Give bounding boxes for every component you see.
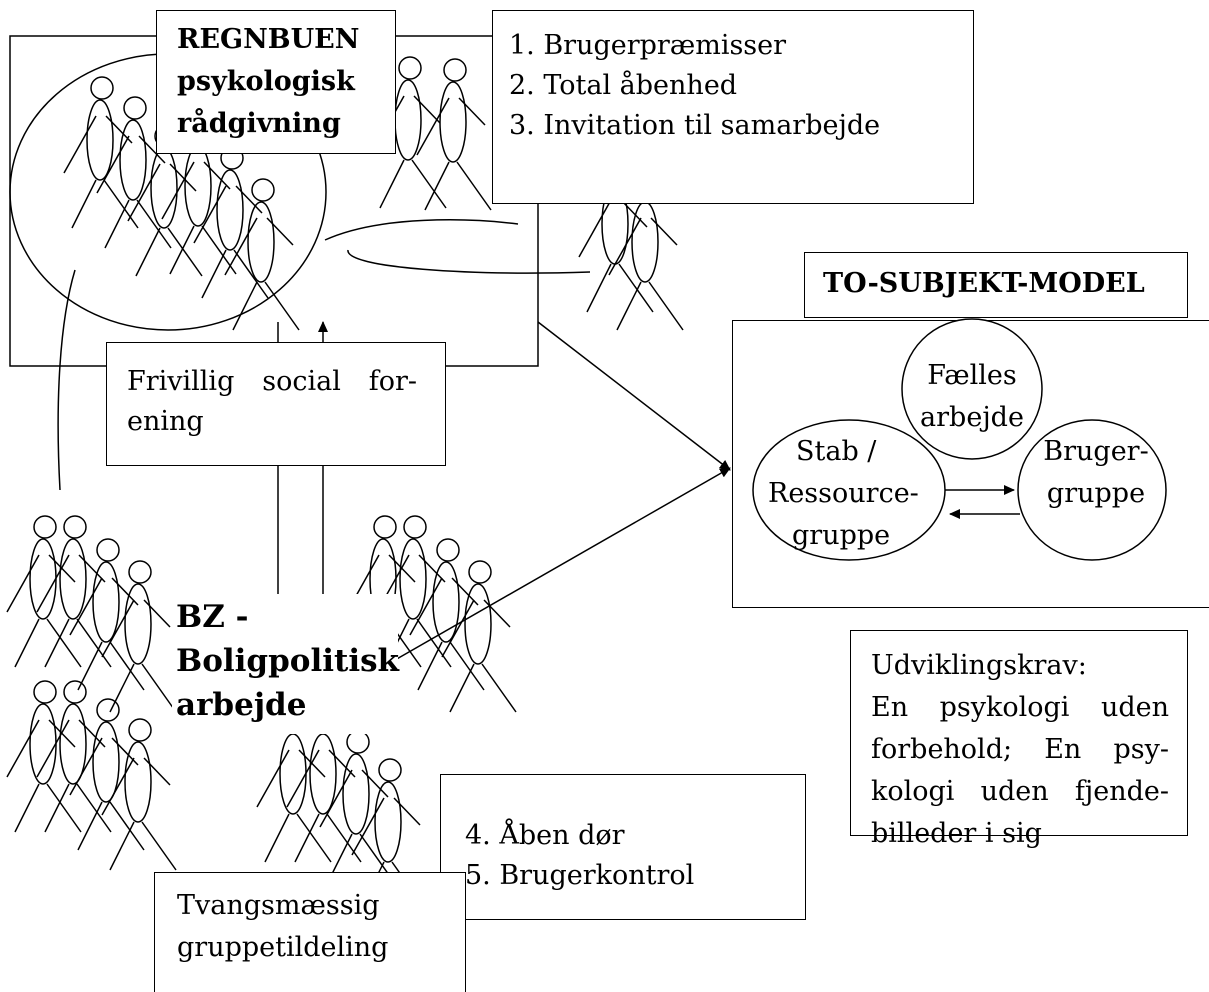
frivillig-word3: for- [368,366,417,397]
stab-line1: Stab / [796,436,877,467]
stab-line3: gruppe [792,520,891,551]
principle-3: 3. Invitation til samarbejde [509,110,881,141]
regnbuen-title-box: REGNBUEN psykologisk rådgivning [156,10,396,154]
stick-figure-icon [6,515,82,668]
udvikling-line4-word2: uden [980,776,1049,807]
model-title: TO-SUBJEKT-MODEL [823,268,1145,299]
principle-5: 5. Brugerkontrol [465,860,695,891]
udvikling-line3-word2: En [1044,734,1082,765]
udvikling-line3-word3: psy- [1113,734,1169,765]
arrow-regnbuen-to-model [537,321,731,471]
frivillig-box: Frivillig social for- ening [106,342,446,466]
connector-curve-upper [324,219,519,241]
frivillig-word1: Frivillig [127,366,235,397]
bruger-line2: gruppe [1046,478,1146,509]
bz-label-bg [172,594,398,734]
udvikling-line4-word3: fjende- [1074,776,1169,807]
stick-figure-icon [69,698,145,851]
stick-figure-icon [36,515,112,668]
udvikling-line4-word1: kologi [871,776,955,807]
stick-figure-icon [101,718,177,871]
udvikling-line3: forbehold; En psy- [871,731,1169,769]
bz-line3: arbejde [176,687,307,723]
udvikling-line2: En psykologi uden [871,689,1169,727]
regnbuen-title-line1: REGNBUEN [177,24,360,55]
udvikling-line3-word1: forbehold; [871,734,1013,765]
udvikling-line1: Udviklingskrav: [871,650,1087,681]
principles-top-box: 1. Brugerpræmisser 2. Total åbenhed 3. I… [492,10,974,204]
connector-curve-lower [347,249,591,274]
udvikling-line2-word1: En [871,692,909,723]
stab-line2: Ressource- [768,478,919,509]
stick-figure-icon [96,96,172,249]
tvang-line1: Tvangsmæssig [177,890,380,921]
principle-1: 1. Brugerpræmisser [509,30,787,61]
udvikling-line2-word3: uden [1100,692,1169,723]
frivillig-word2: social [262,366,341,397]
stick-figure-icon [6,680,82,833]
udvikling-line4: kologi uden fjende- [871,773,1169,811]
bz-line2: Boligpolitisk [176,643,400,679]
tvang-box: Tvangsmæssig gruppetildeling [154,872,466,992]
stick-figure-icon [416,58,492,211]
model-title-box: TO-SUBJEKT-MODEL [804,252,1188,318]
frivillig-line1: Frivillig social for- [127,363,417,401]
connector-curve-left [57,269,76,491]
frivillig-line2: ening [127,406,204,437]
stick-figure-icon [63,76,139,229]
principle-2: 2. Total åbenhed [509,70,738,101]
faelles-line1: Fælles [927,360,1017,391]
faelles-line2: arbejde [920,402,1024,433]
stick-figure-icon [286,710,362,863]
udvikling-line5: billeder i sig [871,818,1042,849]
regnbuen-title-line3: rådgivning [177,108,341,139]
stick-figure-icon [441,560,517,713]
principles-bottom-box: 4. Åben dør 5. Brugerkontrol [440,774,806,920]
bruger-line1: Bruger- [1043,436,1149,467]
stick-figure-icon [224,178,300,331]
stick-figure-icon [101,560,177,713]
stick-figure-icon [69,538,145,691]
udvikling-line2-word2: psykologi [939,692,1070,723]
arrow-bz-to-model [394,467,731,661]
tvang-line2: gruppetildeling [177,932,389,963]
udvikling-box: Udviklingskrav: En psykologi uden forbeh… [850,630,1188,849]
stick-figure-icon [36,680,112,833]
stick-figure-icon [193,146,269,299]
principle-4: 4. Åben dør [465,820,625,851]
regnbuen-title-line2: psykologisk [177,66,355,97]
bz-line1: BZ - [176,599,249,635]
